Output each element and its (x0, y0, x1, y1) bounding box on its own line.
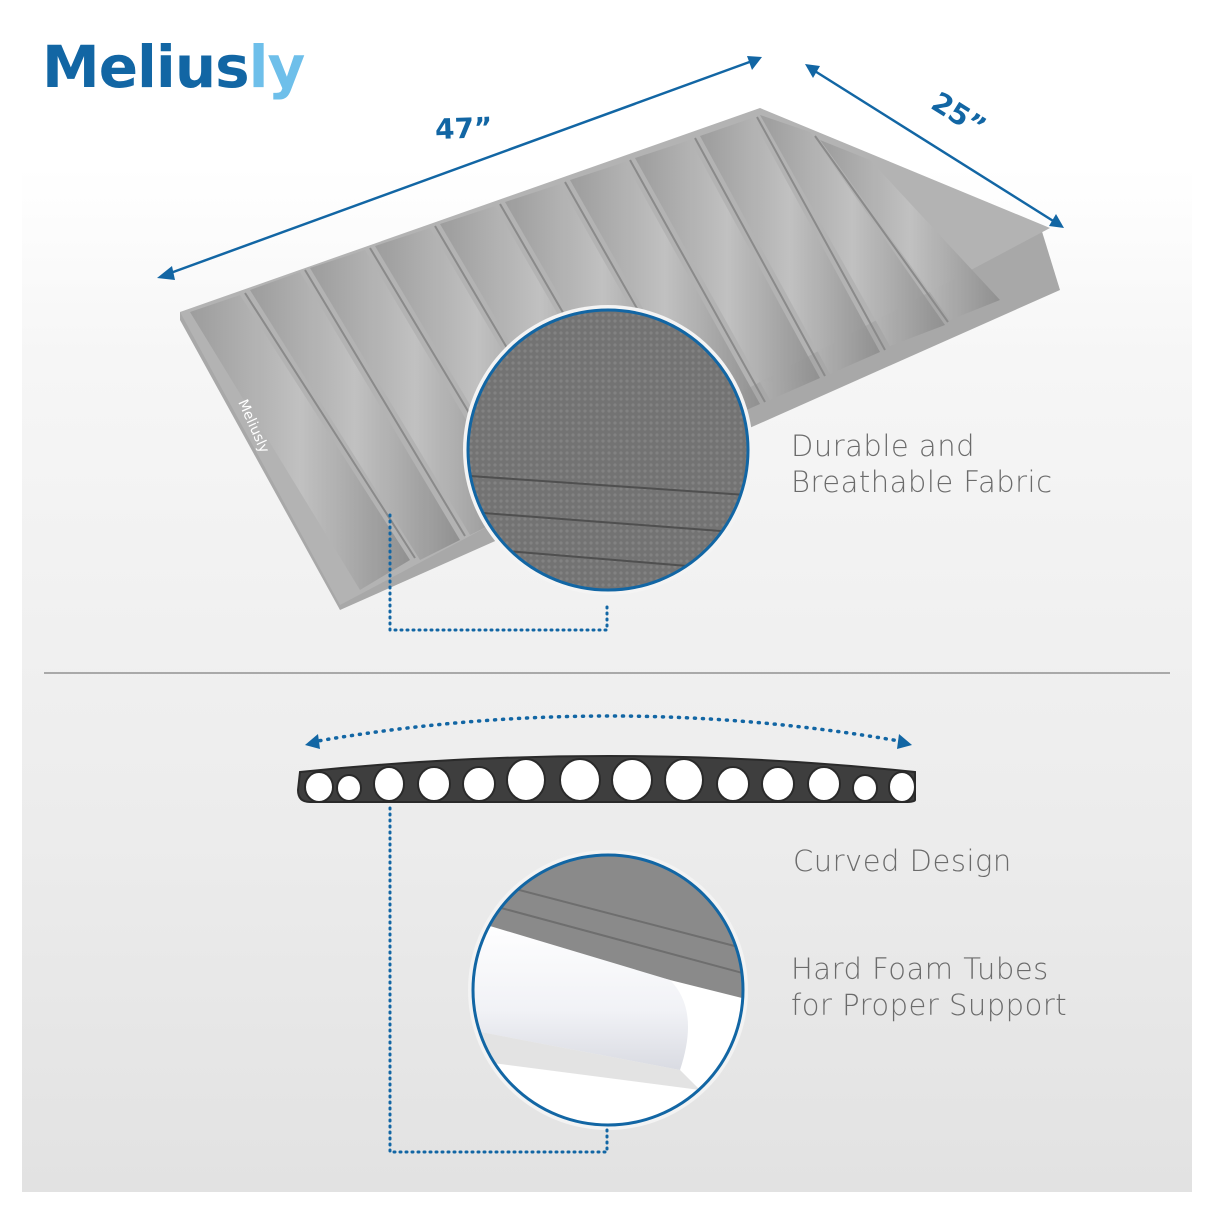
logo-part-dark: Melius (42, 33, 250, 101)
tube-connector-line (388, 806, 609, 1154)
fabric-closeup-circle (463, 305, 753, 595)
foam-tube-closeup-circle (468, 850, 748, 1130)
feature-curve: Curved Design (793, 843, 1012, 879)
mat-body: Meliusly (180, 108, 1060, 610)
length-label: 47” (434, 111, 493, 146)
feature-fabric-line1: Durable and (791, 429, 975, 463)
curved-cross-section (296, 755, 916, 803)
brand-logo: Meliusly (42, 38, 305, 96)
fabric-connector-line (388, 513, 609, 632)
length-dimension-arrow (157, 56, 762, 280)
feature-fabric-line2: Breathable Fabric (791, 465, 1053, 499)
width-dimension-arrow (805, 64, 1064, 228)
feature-tubes: Hard Foam Tubes for Proper Support (791, 951, 1067, 1023)
feature-tubes-line1: Hard Foam Tubes (791, 952, 1049, 986)
logo-part-light: ly (248, 33, 306, 101)
curve-arrow (305, 714, 912, 749)
section-divider (44, 672, 1170, 674)
feature-tubes-line2: for Proper Support (791, 988, 1068, 1022)
feature-curve-line1: Curved Design (793, 844, 1012, 878)
feature-fabric: Durable and Breathable Fabric (791, 428, 1053, 500)
